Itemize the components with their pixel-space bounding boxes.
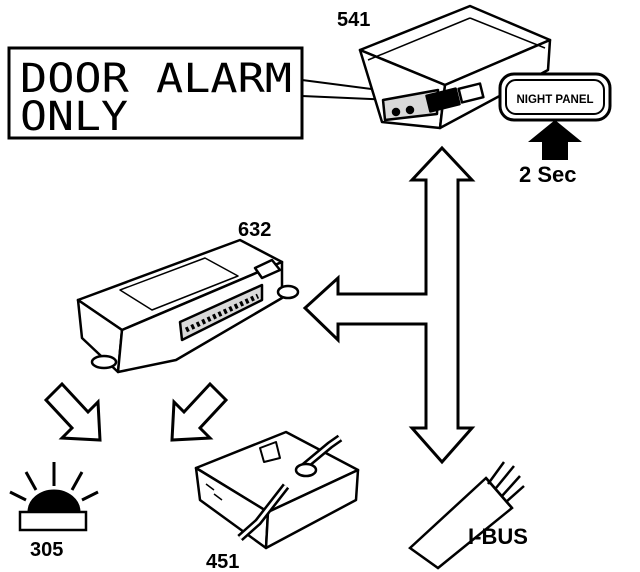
lcd-line-1: DOOR ALARM	[20, 56, 292, 102]
lcd-display-callout: DOOR ALARM ONLY	[7, 46, 396, 140]
ibus-connection-arrows	[302, 145, 476, 465]
cluster-label: 541	[337, 9, 370, 31]
output-arrow-to-control-unit	[170, 381, 229, 442]
module-label: 632	[238, 219, 271, 241]
instrument-cluster-541	[358, 4, 552, 130]
press-time-label: 2 Sec	[519, 162, 577, 187]
warning-light-305	[9, 462, 99, 532]
night-panel-label: NIGHT PANEL	[516, 94, 593, 106]
control-unit-label: 451	[206, 551, 239, 572]
night-panel-button: NIGHT PANEL	[498, 72, 612, 122]
module-632	[76, 238, 300, 374]
light-label: 305	[30, 539, 63, 561]
press-arrow	[528, 120, 582, 160]
ibus-cable	[408, 461, 525, 570]
lcd-line-2: ONLY	[20, 94, 128, 140]
ibus-label: I-BUS	[468, 524, 528, 549]
output-arrow-to-light	[43, 381, 102, 442]
control-unit-451	[194, 430, 360, 550]
